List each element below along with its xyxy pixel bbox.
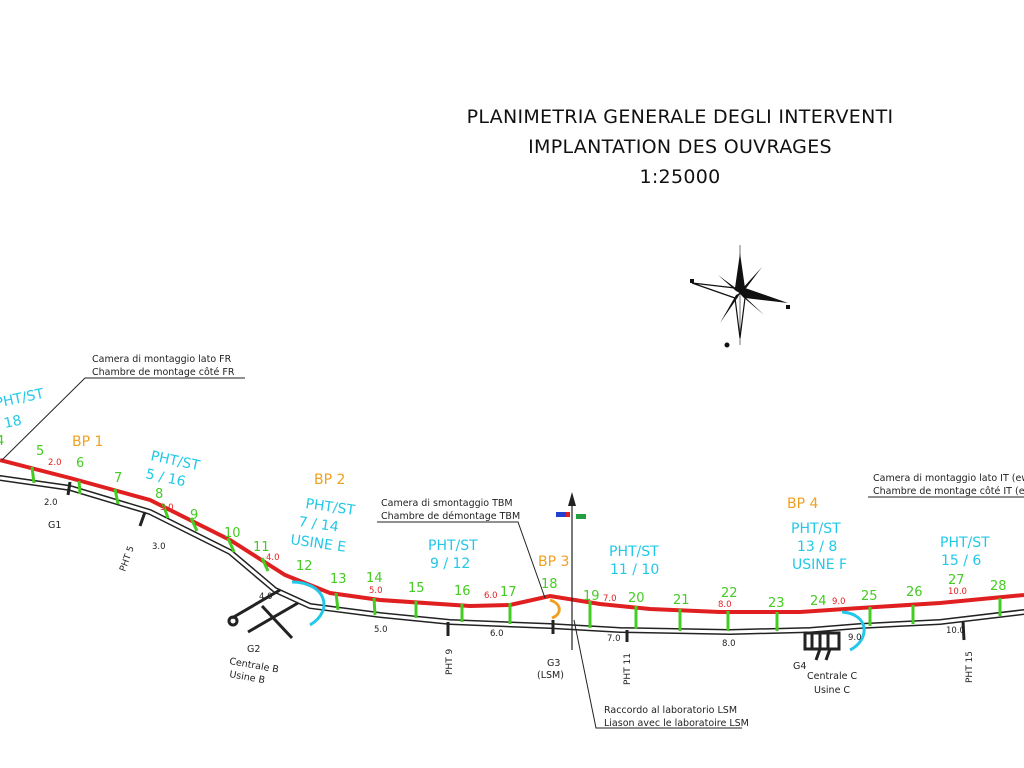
segment-number: 25	[861, 589, 878, 604]
shaft-label: PHT 9	[445, 648, 455, 675]
bypass-loop-bp2	[291, 580, 326, 627]
gallery-label: G1	[48, 520, 61, 531]
callout-lsm-link-fr: Liason avec le laboratoire LSM	[604, 718, 749, 729]
callout-leader-lines	[1, 377, 1024, 729]
segment-number: 11	[253, 540, 270, 555]
segment-number: 8	[155, 487, 163, 502]
pht-label-line3: USINE E	[289, 532, 347, 556]
bypass-label: BP 1	[72, 434, 103, 450]
km-mark-black: 7.0	[607, 634, 621, 644]
km-mark-red: 5.0	[369, 586, 383, 596]
pht-label-line2: 15 / 6	[941, 553, 981, 569]
segment-number: 6	[76, 456, 84, 471]
km-mark-black: 10.0	[946, 626, 965, 636]
pht-label-line1: PHT/ST	[791, 521, 841, 537]
compass-rose-icon	[690, 245, 790, 348]
segment-number: 28	[990, 579, 1007, 594]
segment-number: 23	[768, 596, 785, 611]
segment-number: 21	[673, 593, 690, 608]
segment-number: 15	[408, 581, 425, 596]
km-mark-red: 3.0	[160, 503, 174, 513]
pht-label-line2: / 18	[0, 413, 23, 434]
cross-passage-ticks	[30, 466, 1002, 631]
callout-lsm-link-it: Raccordo al laboratorio LSM	[604, 705, 737, 716]
shaft-label: PHT 11	[623, 653, 633, 685]
km-mark-black: 2.0	[44, 498, 58, 508]
callout-tbm-dismantling-fr: Chambre de démontage TBM	[381, 511, 520, 522]
pht-label-line2: 7 / 14	[297, 514, 339, 535]
segment-number: 12	[296, 559, 313, 574]
pht-label-line2: 13 / 8	[797, 539, 837, 555]
segment-number: 22	[721, 586, 738, 601]
pht-label-line3: USINE F	[792, 557, 847, 573]
pht-label-line2: 11 / 10	[610, 562, 659, 578]
callout-fr-assembly-fr: Chambre de montage côté FR	[92, 367, 235, 378]
segment-number: 4	[0, 434, 4, 449]
gallery-label: G2	[247, 644, 260, 655]
segment-number: 14	[366, 571, 383, 586]
km-mark-red: 4.0	[266, 553, 280, 563]
km-mark-red: 6.0	[484, 591, 498, 601]
segment-number: 5	[36, 444, 44, 459]
km-mark-red: 2.0	[48, 458, 62, 468]
km-mark-black: 4.0	[259, 592, 273, 602]
segment-number: 16	[454, 584, 471, 599]
segment-number: 17	[500, 585, 517, 600]
callout-fr-assembly-it: Camera di montaggio lato FR	[92, 354, 232, 365]
segment-number: 18	[541, 577, 558, 592]
bypass-label: BP 2	[314, 472, 345, 488]
km-mark-black: 3.0	[152, 542, 166, 552]
gallery-g4-structure	[803, 631, 841, 661]
km-mark-black: 8.0	[722, 639, 736, 649]
segment-number: 19	[583, 589, 600, 604]
km-mark-red: 8.0	[718, 600, 732, 610]
pht-label-line2: 9 / 12	[430, 556, 470, 572]
segment-number: 26	[906, 585, 923, 600]
segment-number: 10	[224, 526, 241, 541]
shaft-label: PHT 5	[118, 545, 136, 573]
segment-number: 27	[948, 573, 965, 588]
gallery-label: G3	[547, 658, 560, 669]
segment-number: 7	[114, 471, 122, 486]
km-mark-red: 9.0	[832, 597, 846, 607]
segment-number: 13	[330, 572, 347, 587]
bypass-label: BP 4	[787, 496, 818, 512]
plan-scale: 1:25000	[639, 166, 721, 188]
pht-label-line1: PHT/ST	[0, 386, 46, 412]
gallery-label: G4	[793, 661, 806, 672]
pht-label-line1: PHT/ST	[428, 538, 478, 554]
pht-label-line1: PHT/ST	[609, 544, 659, 560]
km-mark-black: 9.0	[848, 633, 862, 643]
km-mark-red: 7.0	[603, 594, 617, 604]
km-mark-black: 6.0	[490, 629, 504, 639]
callout-it-assembly-it: Camera di montaggio lato IT (ewe	[873, 473, 1024, 484]
bypass-loop-g4	[841, 610, 866, 652]
segment-number: 24	[810, 594, 827, 609]
lsm-access-arrow	[556, 492, 586, 650]
plan-title-french: IMPLANTATION DES OUVRAGES	[528, 136, 832, 158]
pht-label-line1: PHT/ST	[304, 496, 356, 519]
pht-label-line1: PHT/ST	[940, 535, 990, 551]
shaft-markers	[138, 511, 966, 642]
gallery-label: Centrale C	[807, 671, 857, 682]
shaft-label: PHT 15	[965, 651, 975, 683]
gallery-g1	[66, 481, 72, 496]
plan-title-italian: PLANIMETRIA GENERALE DEGLI INTERVENTI	[466, 106, 894, 128]
gallery-label: (LSM)	[537, 670, 564, 681]
callout-it-assembly-fr: Chambre de montage côté IT (ewe	[873, 486, 1024, 497]
segment-number: 9	[190, 508, 198, 523]
bypass-label: BP 3	[538, 554, 569, 570]
km-mark-red: 10.0	[948, 587, 967, 597]
bypass-loop-bp3	[549, 598, 561, 620]
gallery-label: Usine C	[814, 685, 850, 696]
gallery-g2	[227, 588, 299, 640]
callout-tbm-dismantling-it: Camera di smontaggio TBM	[381, 498, 513, 509]
segment-number: 20	[628, 591, 645, 606]
km-mark-black: 5.0	[374, 625, 388, 635]
